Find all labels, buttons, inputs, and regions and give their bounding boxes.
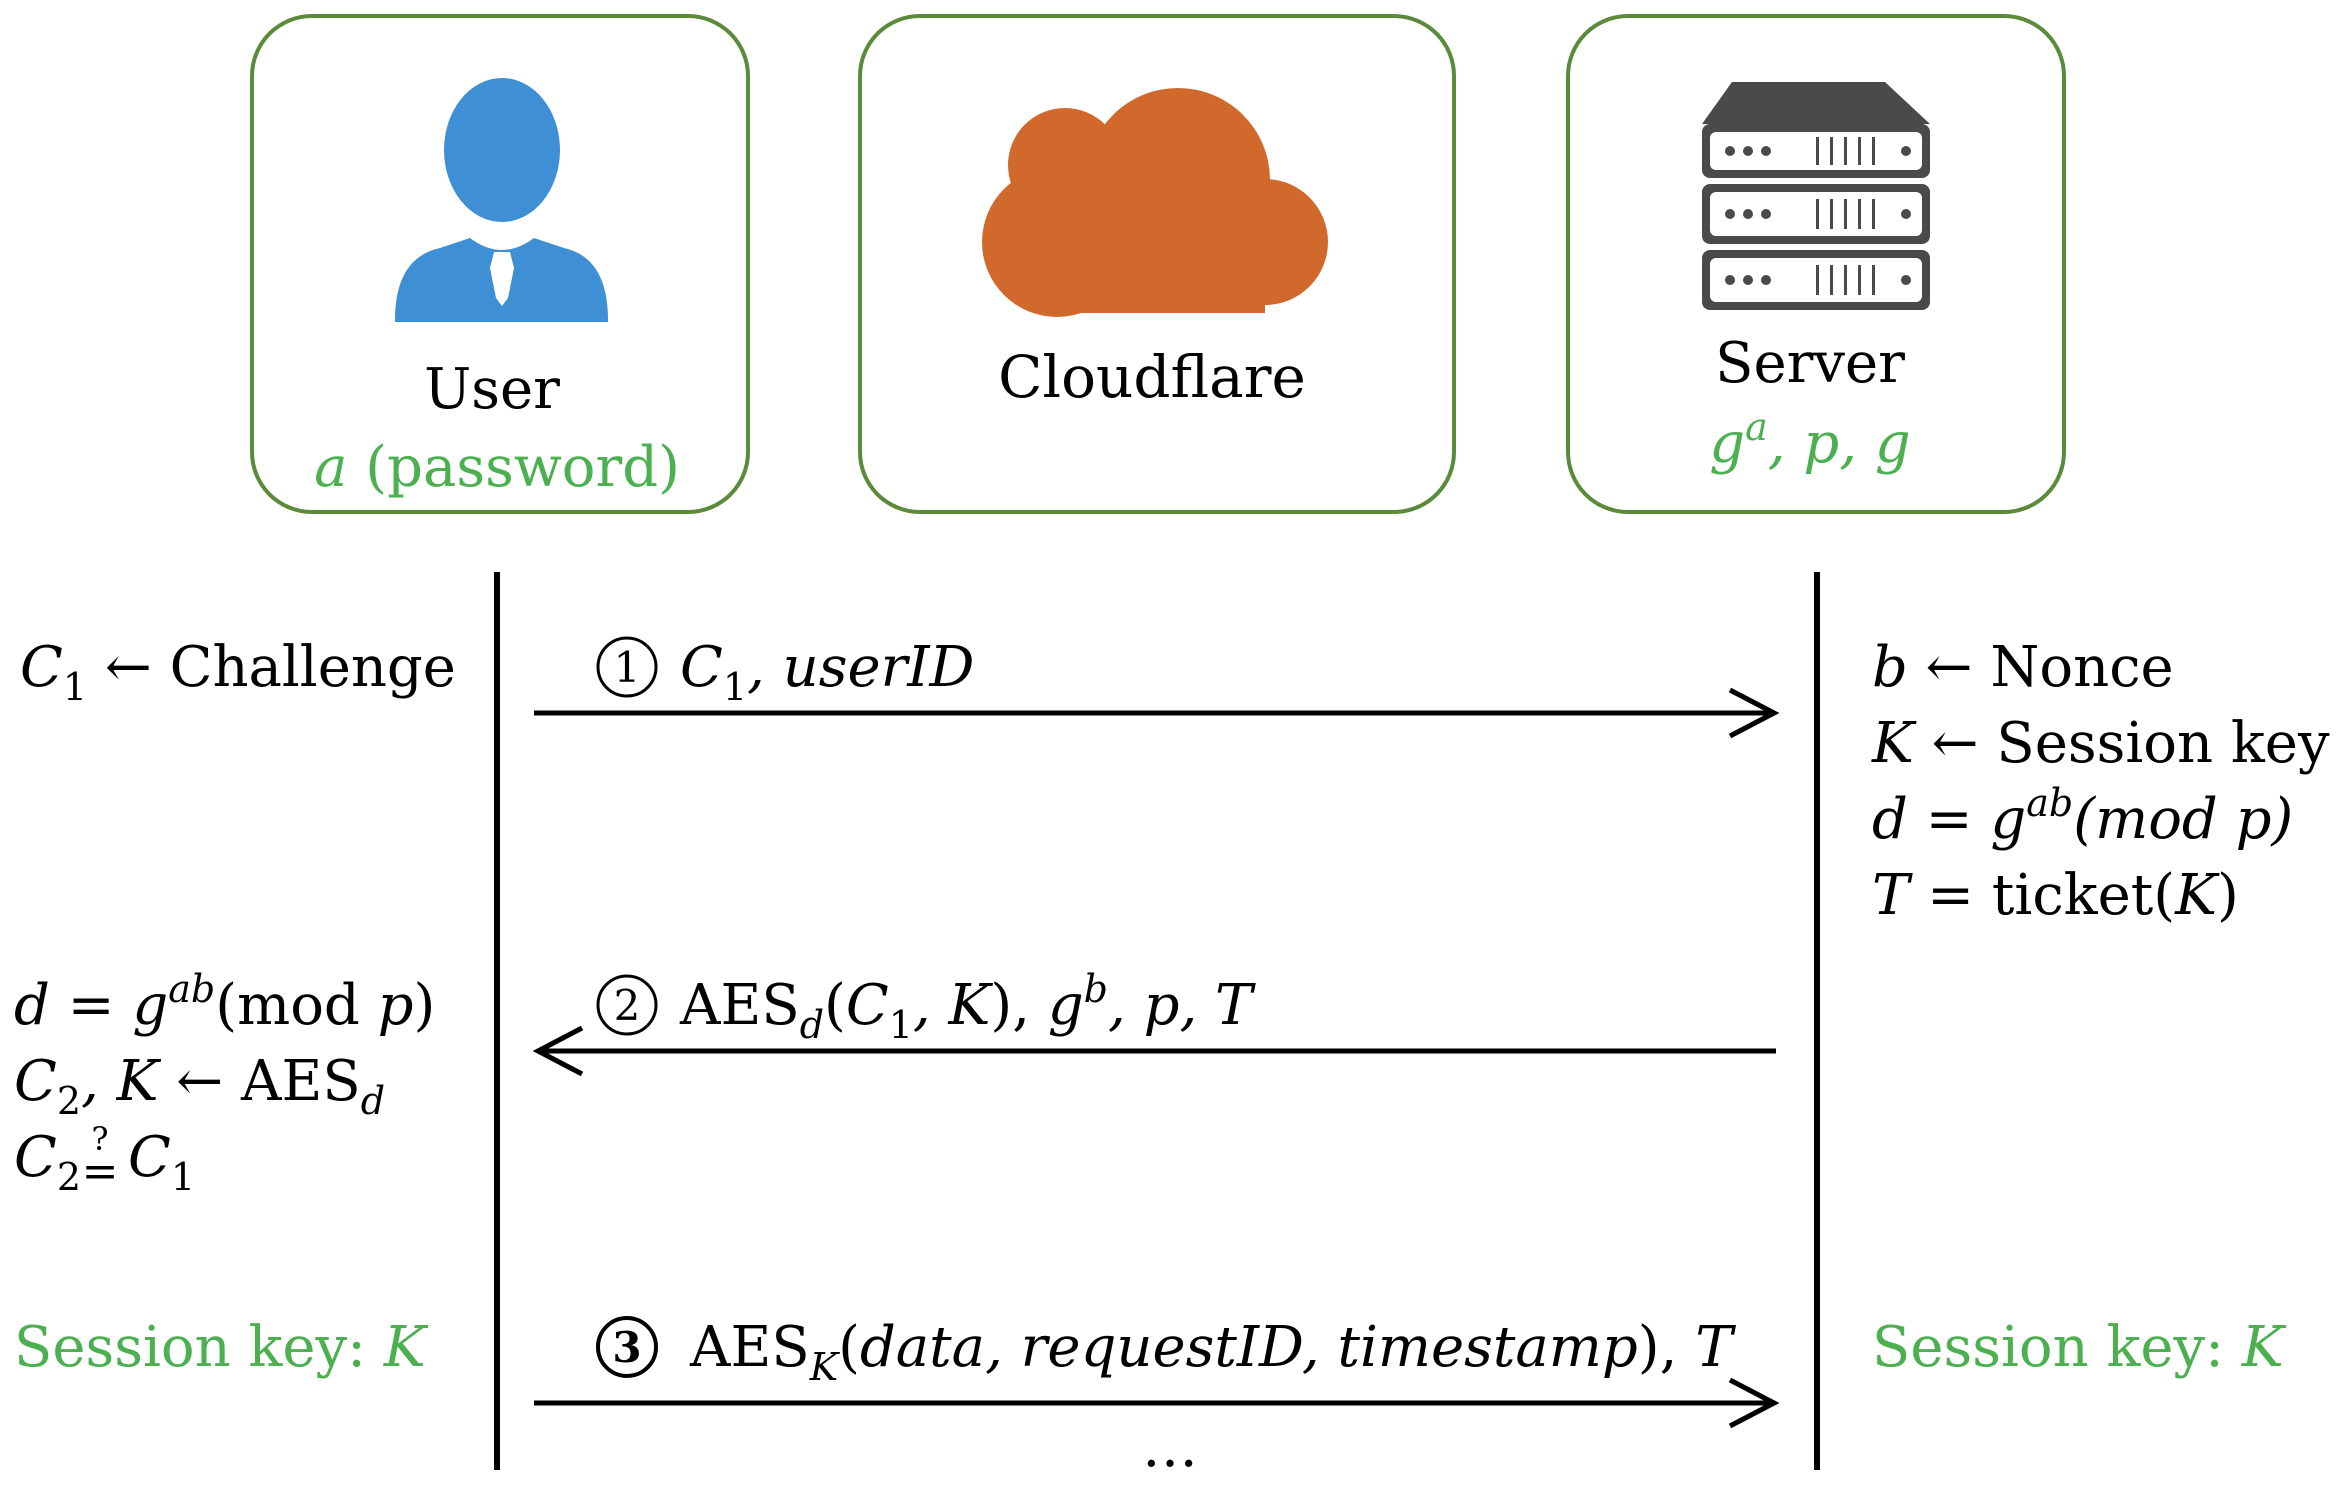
server-session-key: Session key: K	[1872, 1315, 2287, 1380]
message-label-2: 2 AESd(C1, K), gb, p, T	[596, 967, 1256, 1047]
svg-text:C2: C2	[14, 1125, 81, 1199]
user-decrypt-line: C2, K ← AESd	[14, 1049, 385, 1123]
user-verify-line: C2 ? = C1	[14, 1120, 195, 1199]
svg-text:AESd(C1, K), gb, p, T: AESd(C1, K), gb, p, T	[679, 967, 1256, 1047]
svg-text:2: 2	[614, 981, 641, 1030]
user-secret: a (password)	[314, 435, 680, 500]
server-rack-icon	[1702, 82, 1930, 310]
svg-text:3: 3	[612, 1323, 641, 1372]
step-number-3	[596, 1316, 658, 1378]
message-arrow-1	[534, 687, 1780, 739]
svg-text:=: =	[82, 1146, 119, 1197]
message-arrow-3	[534, 1377, 1780, 1429]
step-number-2	[596, 974, 658, 1036]
server-label: Server	[1715, 331, 1905, 396]
server-box: Server ga, p, g	[1566, 14, 2066, 514]
cloudflare-label: Cloudflare	[998, 343, 1306, 411]
server-ticket-line: T = ticket(K)	[1872, 863, 2239, 928]
continuation-dots: …	[1142, 1415, 1198, 1480]
cloudflare-box: Cloudflare	[858, 14, 1456, 514]
server-session-key-line: K ← Session key	[1871, 711, 2330, 776]
server-params: ga, p, g	[1709, 405, 1910, 476]
user-session-key: Session key: K	[14, 1315, 429, 1380]
svg-text:C1, userID: C1, userID	[680, 635, 974, 709]
message-label-3: 3 AESK(data, requestID, timestamp), T	[596, 1315, 1736, 1389]
step-number-1	[596, 636, 658, 698]
svg-text:?: ?	[91, 1120, 108, 1158]
message-arrow-2	[532, 1025, 1776, 1077]
message-label-1: 1 C1, userID	[596, 635, 974, 709]
server-nonce-line: b ← Nonce	[1872, 635, 2174, 700]
user-box: User a (password)	[250, 14, 750, 514]
user-derive-line: d = gab(mod p)	[14, 967, 435, 1038]
svg-text:1: 1	[614, 643, 641, 692]
svg-text:AESK(data, requestID, timestam: AESK(data, requestID, timestamp), T	[689, 1315, 1736, 1389]
server-derive-line: d = gab(mod p)	[1872, 781, 2293, 852]
svg-text:C1: C1	[128, 1125, 195, 1199]
user-icon	[395, 78, 608, 322]
user-challenge-line: C1 ← Challenge	[20, 635, 456, 709]
cloud-icon	[982, 88, 1328, 317]
user-label: User	[424, 357, 560, 422]
